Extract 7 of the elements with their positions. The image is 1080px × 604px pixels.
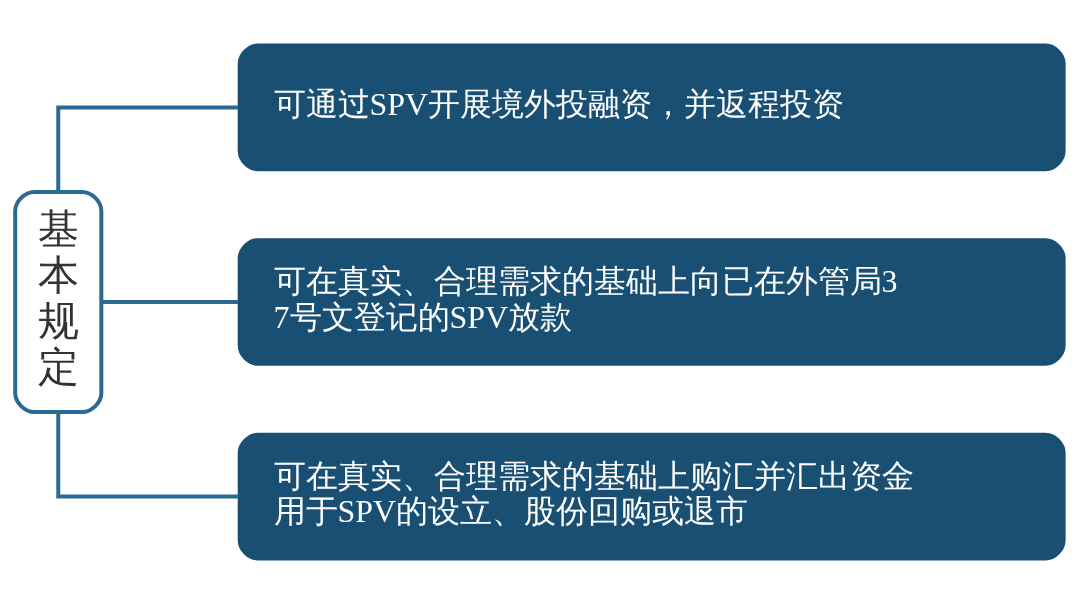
node-box: 可在真实、合理需求的基础上购汇并汇出资金用于SPV的设立、股份回购或退市: [237, 432, 1066, 561]
node-box: 可通过SPV开展境外投融资，并返程投资: [237, 43, 1066, 172]
connector: [101, 300, 239, 304]
node-box: 基本规定: [13, 189, 104, 415]
node-box: 可在真实、合理需求的基础上向已在外管局37号文登记的SPV放款: [237, 238, 1066, 366]
connector: [56, 105, 239, 192]
connector: [56, 412, 239, 499]
